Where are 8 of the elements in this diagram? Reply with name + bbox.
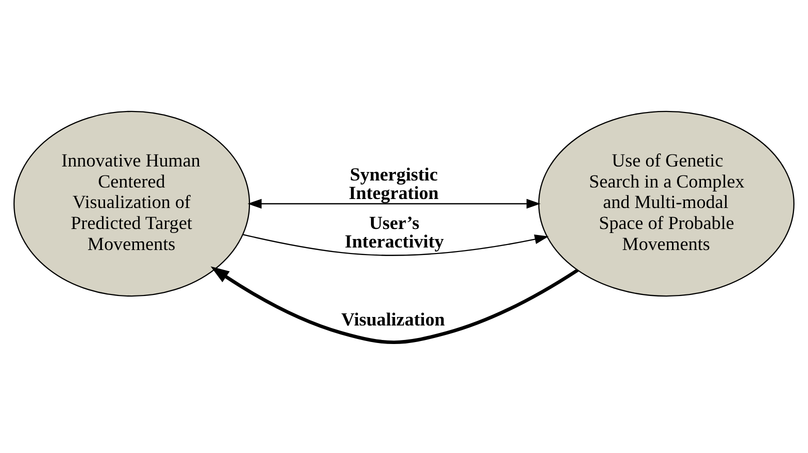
edge-label: User’s Interactivity [344,212,444,252]
arrow [242,233,549,256]
arrow [210,266,579,344]
node-ellipse: Use of Genetic Search in a Complex and Multi-modal Space of Probable Movements [538,110,795,296]
node-ellipse: Innovative Human Centered Visualization of Predicted Target Movements [13,110,250,296]
arrow [248,198,541,208]
edge-label: Visualization [341,309,445,330]
edge-label: Synergistic Integration [348,164,439,204]
